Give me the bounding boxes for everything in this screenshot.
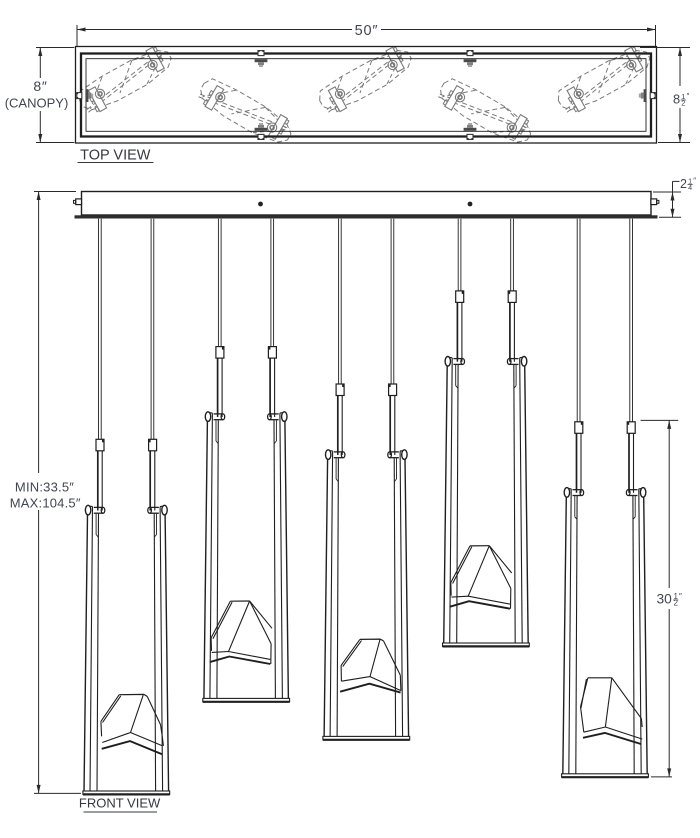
svg-text:50″: 50″: [355, 23, 379, 39]
svg-text:8: 8: [673, 92, 680, 107]
svg-text:2: 2: [681, 99, 685, 108]
svg-text:30: 30: [657, 592, 673, 607]
svg-text:(CANOPY): (CANOPY): [5, 96, 69, 111]
svg-text:2: 2: [673, 599, 678, 608]
svg-text:FRONT VIEW: FRONT VIEW: [79, 796, 161, 811]
svg-text:MAX:104.5″: MAX:104.5″: [10, 496, 81, 511]
svg-text:2: 2: [680, 177, 687, 191]
svg-text:1: 1: [681, 92, 685, 101]
svg-text:″: ″: [693, 176, 696, 185]
svg-text:1: 1: [673, 592, 678, 601]
svg-text:″: ″: [687, 92, 690, 101]
svg-text:1: 1: [688, 176, 692, 185]
svg-text:TOP VIEW: TOP VIEW: [80, 148, 151, 164]
svg-text:4: 4: [688, 183, 692, 192]
svg-text:MIN:33.5″: MIN:33.5″: [15, 480, 74, 495]
svg-text:″: ″: [679, 591, 682, 601]
svg-text:8″: 8″: [33, 78, 47, 94]
